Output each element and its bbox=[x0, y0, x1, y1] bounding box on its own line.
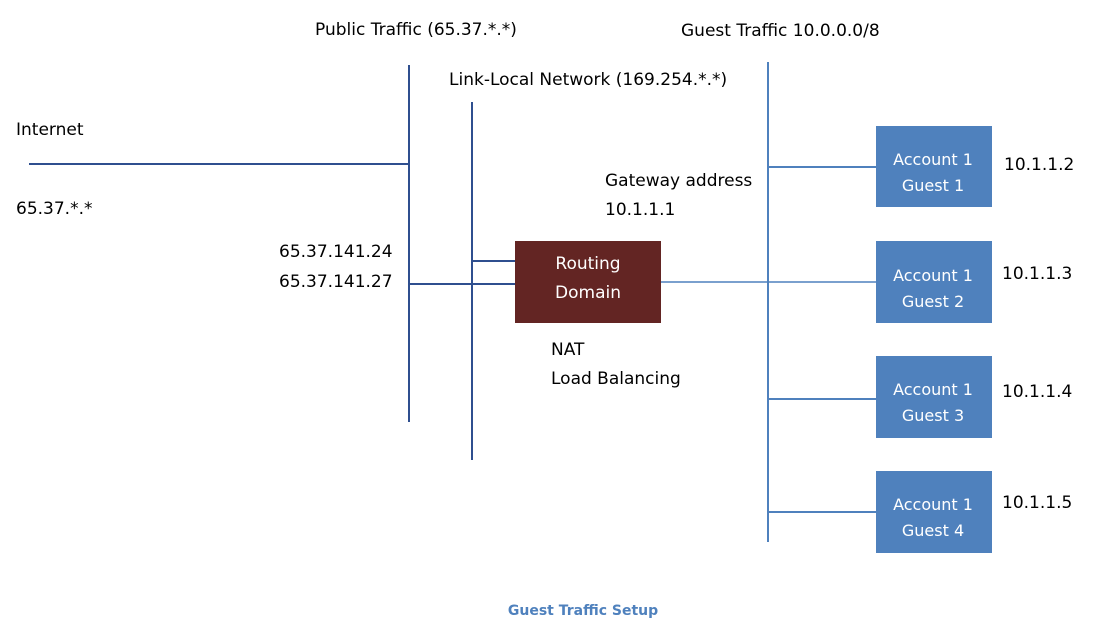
link-local-label: Link-Local Network (169.254.*.*) bbox=[449, 70, 727, 90]
guest-node: Account 1 Guest 4 10.1.1.5 bbox=[876, 471, 1072, 553]
guest-name-label: Guest 4 bbox=[902, 521, 964, 540]
diagram-caption: Guest Traffic Setup bbox=[508, 603, 658, 619]
gateway-ip-label: 10.1.1.1 bbox=[605, 200, 675, 220]
guest-node: Account 1 Guest 3 10.1.1.4 bbox=[876, 356, 1072, 438]
guest-traffic-label: Guest Traffic 10.0.0.0/8 bbox=[681, 21, 880, 41]
guest-box bbox=[876, 356, 992, 438]
routing-domain-box bbox=[515, 241, 661, 323]
guest-box bbox=[876, 241, 992, 323]
guest-ip-label: 10.1.1.2 bbox=[1004, 155, 1074, 175]
public-traffic-label: Public Traffic (65.37.*.*) bbox=[315, 20, 517, 40]
public-ip-label-2: 65.37.141.27 bbox=[279, 272, 393, 292]
guest-account-label: Account 1 bbox=[893, 495, 973, 514]
nat-label: NAT bbox=[551, 340, 585, 360]
guest-ip-label: 10.1.1.5 bbox=[1002, 493, 1072, 513]
guest-ip-label: 10.1.1.4 bbox=[1002, 382, 1072, 402]
guest-node: Account 1 Guest 1 10.1.1.2 bbox=[876, 126, 1074, 207]
guest-name-label: Guest 2 bbox=[902, 292, 964, 311]
guest-ip-label: 10.1.1.3 bbox=[1002, 264, 1072, 284]
gateway-title-label: Gateway address bbox=[605, 171, 752, 191]
guest-account-label: Account 1 bbox=[893, 380, 973, 399]
guest-name-label: Guest 1 bbox=[902, 176, 964, 195]
guest-node: Account 1 Guest 2 10.1.1.3 bbox=[876, 241, 1072, 323]
public-ip-label-1: 65.37.141.24 bbox=[279, 242, 393, 262]
internet-range-label: 65.37.*.* bbox=[16, 199, 92, 219]
guest-box bbox=[876, 126, 992, 207]
guest-account-label: Account 1 bbox=[893, 150, 973, 169]
internet-label: Internet bbox=[16, 120, 84, 140]
routing-domain-label-line1: Routing bbox=[555, 254, 620, 274]
guest-account-label: Account 1 bbox=[893, 266, 973, 285]
load-balancing-label: Load Balancing bbox=[551, 369, 681, 389]
guest-box bbox=[876, 471, 992, 553]
routing-domain-label-line2: Domain bbox=[555, 283, 621, 303]
guest-name-label: Guest 3 bbox=[902, 406, 964, 425]
